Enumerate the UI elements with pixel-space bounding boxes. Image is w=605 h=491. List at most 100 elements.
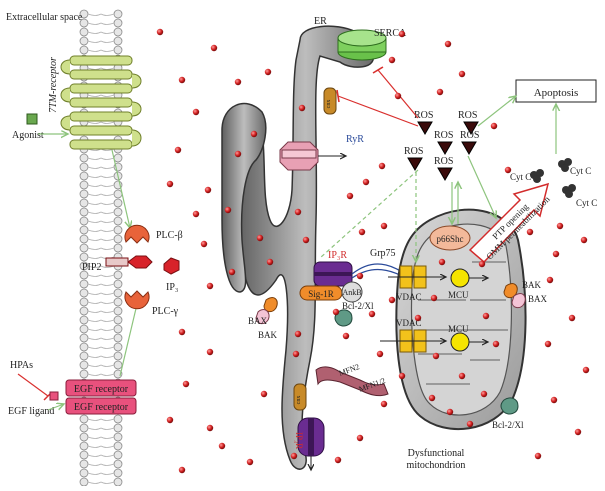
calcium-ion <box>266 258 274 266</box>
calcium-ion <box>178 76 186 84</box>
calcium-ion <box>200 240 208 248</box>
cytc-label-1: Cyt C <box>510 172 531 182</box>
cytc-label-3: Cyt C <box>576 198 597 208</box>
calcium-ion <box>582 366 590 374</box>
calcium-ion <box>302 236 310 244</box>
egf-receptor-label-1: EGF receptor <box>74 384 129 395</box>
calcium-ion <box>478 260 486 268</box>
calcium-ion <box>192 108 200 116</box>
calcium-ion <box>394 92 402 100</box>
calnexin-bottom-label: cnx <box>296 396 302 405</box>
calcium-ion <box>526 228 534 236</box>
vdac-top-label: VDAC <box>396 292 422 302</box>
bax-er-label: BAX <box>248 316 268 326</box>
ros-label-1: ROS <box>414 110 433 121</box>
agonist-square <box>26 113 38 125</box>
ryr-channel <box>279 141 319 171</box>
endoplasmic-reticulum <box>221 25 375 470</box>
calcium-ion <box>206 282 214 290</box>
calcium-ion <box>376 350 384 358</box>
calcium-ion <box>438 258 446 266</box>
ptp-opening-arrow <box>468 182 550 264</box>
calcium-ion <box>398 30 406 38</box>
calcium-ion <box>166 180 174 188</box>
plc-gamma-enzyme <box>124 290 150 310</box>
er-label: ER <box>314 16 327 27</box>
calcium-ion <box>342 332 350 340</box>
bak-bax-mito <box>503 283 526 309</box>
bax-bak-er <box>255 297 278 325</box>
calnexin-bottom <box>293 383 307 411</box>
calcium-ion <box>544 340 552 348</box>
calcium-ion <box>246 458 254 466</box>
calcium-ion <box>380 222 388 230</box>
mcu-top-label: MCU <box>448 290 469 300</box>
calcium-ion <box>356 272 364 280</box>
bcl2-mito-label: Bcl-2/Xl <box>492 420 524 430</box>
calnexin-top <box>323 87 337 115</box>
calcium-ion <box>430 294 438 302</box>
plc-gamma-label: PLC-γ <box>152 306 179 317</box>
ankb-protein <box>341 281 363 303</box>
7tm-receptor-label: 7TM-receptor <box>48 57 59 113</box>
calcium-ion <box>546 276 554 284</box>
ip3-molecule <box>163 257 180 275</box>
serca-label: SERCA <box>374 28 407 39</box>
calcium-ion <box>458 70 466 78</box>
calnexin-top-label: cnx <box>326 100 332 109</box>
apoptosis-label: Apoptosis <box>534 87 579 99</box>
serca-pump <box>337 29 387 61</box>
calcium-ion <box>568 314 576 322</box>
calcium-ion <box>260 390 268 398</box>
calcium-ion <box>378 162 386 170</box>
bcl2-mito-protein <box>500 397 519 415</box>
calcium-ion <box>428 394 436 402</box>
ros-label-6: ROS <box>434 156 453 167</box>
calcium-ion <box>210 44 218 52</box>
dysfunctional-label-2: mitochondrion <box>407 460 466 471</box>
calcium-ion <box>346 192 354 200</box>
p66shc-label: p66Shc <box>437 234 464 244</box>
calcium-ion <box>192 210 200 218</box>
ip3r-bottom-channel <box>297 417 325 457</box>
sig1r-label: Sig-1R <box>308 289 334 299</box>
calcium-ion <box>446 408 454 416</box>
calcium-ion <box>234 78 242 86</box>
calcium-ion <box>550 396 558 404</box>
ros-label-4: ROS <box>460 130 479 141</box>
receptor-to-plc-arrow <box>111 149 130 228</box>
calcium-ion <box>182 380 190 388</box>
ros-label-5: ROS <box>404 146 423 157</box>
egfr-to-plc-arrow <box>119 300 138 377</box>
calcium-ion <box>224 206 232 214</box>
egf-ligand-square <box>49 391 59 401</box>
calcium-ion <box>432 352 440 360</box>
mcu-bottom-label: MCU <box>448 324 469 334</box>
calcium-ion <box>234 150 242 158</box>
calcium-ion <box>492 340 500 348</box>
apoptosis-box <box>515 79 597 103</box>
bak-mito-label: BAK <box>522 280 542 290</box>
calcium-ion <box>388 296 396 304</box>
agonist-label: Agonist <box>12 130 44 141</box>
calcium-ion <box>174 146 182 154</box>
mfn2-tether <box>315 366 389 397</box>
egf-ligand-label: EGF ligand <box>8 406 54 417</box>
bak-er-label: BAK <box>258 330 278 340</box>
calcium-ion <box>356 434 364 442</box>
calcium-ion <box>552 250 560 258</box>
calcium-ion <box>156 28 164 36</box>
ros-label-2: ROS <box>458 110 477 121</box>
calcium-ion <box>166 416 174 424</box>
bcl2-er-label: Bcl-2/Xl <box>342 301 374 311</box>
pip2-molecule <box>105 255 153 269</box>
calcium-ion <box>250 130 258 138</box>
calcium-ion <box>332 308 340 316</box>
calcium-ion <box>436 88 444 96</box>
ros-label-3: ROS <box>434 130 453 141</box>
calcium-ion <box>458 372 466 380</box>
bcl2-er-protein <box>334 309 353 327</box>
bax-mito-label: BAX <box>528 294 548 304</box>
calcium-ion <box>228 268 236 276</box>
